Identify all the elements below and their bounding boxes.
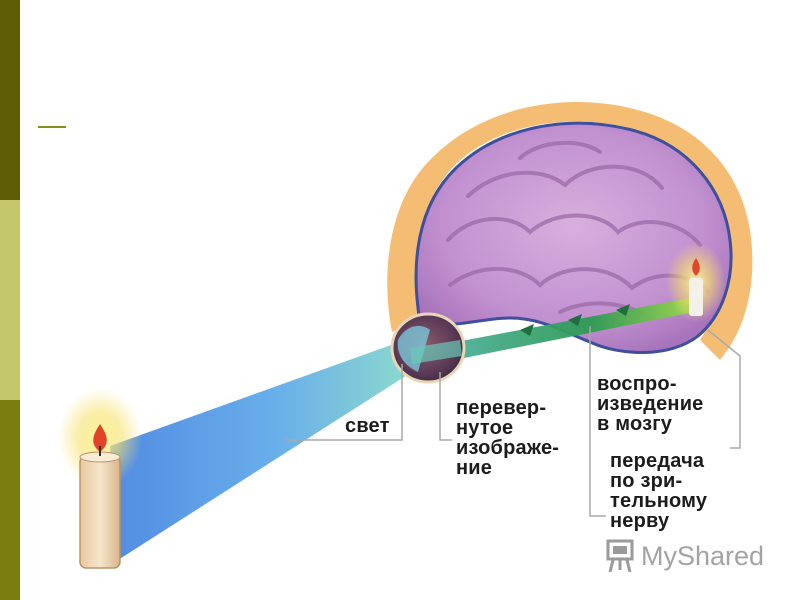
nerve-arrow-3 [616,304,630,316]
projector-board-icon [606,539,634,573]
sidebar-segment-bottom [0,400,20,600]
label-inverted-image: перевер- нутое изображе- ние [456,397,560,479]
brain-fold-2 [446,213,702,247]
label-reproduction-in-brain: воспро- изведение в мозгу [597,373,704,435]
optic-nerve [440,298,694,362]
label-light: свет [345,415,390,437]
watermark: MyShared [605,536,764,576]
nerve-arrow-2 [568,314,582,326]
brain-fold-4 [518,140,602,160]
brain-fold-1 [466,164,664,198]
watermark-text: MyShared [641,540,765,571]
slide-sidebar [0,0,20,600]
nerve-arrow-1 [520,324,534,336]
brain-candle-flame [692,258,700,276]
light-beam [110,340,412,560]
candle-flame [93,424,107,452]
skull-outline [387,102,753,360]
sidebar-segment-middle [0,200,20,400]
leader-peredacha [707,329,741,449]
leader-vosproizvedenie [589,326,606,517]
sidebar-segment-top [0,0,20,200]
label-optic-nerve-transmission: передача по зри- тельному нерву [610,450,708,532]
leader-svet [285,364,403,441]
brain-candle [689,278,703,316]
candle-body [79,455,121,569]
eye-inner-beam [410,340,462,364]
title-underline [38,126,66,128]
leader-perevernutoe [439,372,452,441]
